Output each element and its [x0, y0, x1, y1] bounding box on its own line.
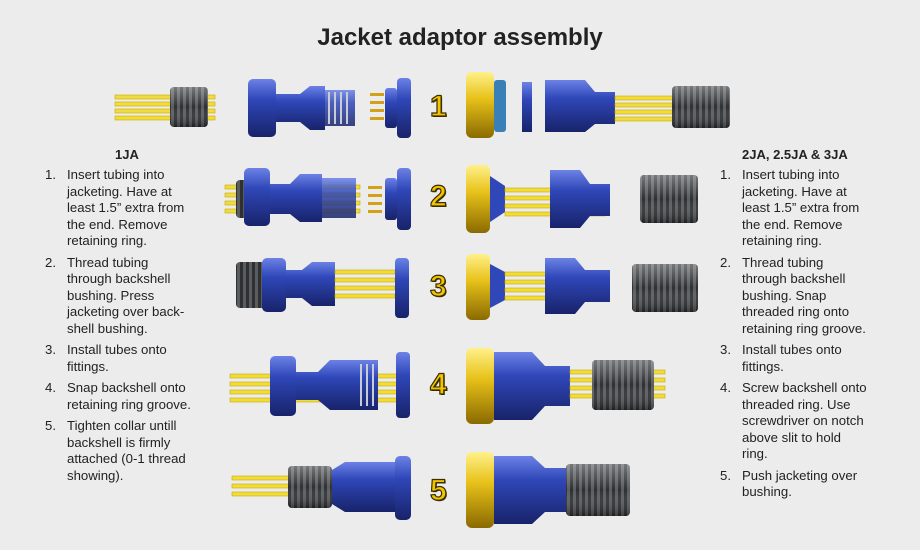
gold-ring [466, 254, 490, 320]
row-3-left-assembly [236, 258, 409, 318]
backshell [494, 352, 570, 420]
backshell [550, 170, 610, 228]
step-number-1: 1 [429, 89, 447, 123]
step-number-3: 3 [429, 269, 447, 303]
backshell [270, 174, 322, 222]
row-4-right-assembly [466, 348, 666, 424]
left-steps-list: 1.Insert tubing into jacketing. Have at … [45, 167, 245, 489]
tubing [614, 95, 676, 122]
right-steps-list: 1.Insert tubing into jacketing. Have at … [720, 167, 915, 506]
row-5-left-assembly [231, 456, 411, 520]
backshell [276, 86, 325, 130]
collar [262, 258, 286, 312]
backshell [545, 80, 615, 132]
left-step-3: 3.Install tubes onto fittings. [45, 342, 167, 374]
backshell [494, 456, 570, 524]
collar [270, 356, 296, 416]
left-step-4: 4.Snap backshell onto retaining ring gro… [45, 380, 191, 412]
row-1-left-assembly [114, 78, 411, 138]
page-title: Jacket adaptor assembly [317, 24, 603, 51]
row-2-left-assembly [224, 168, 411, 230]
row-5-right-assembly [466, 452, 630, 528]
fitting-pins [370, 93, 384, 120]
gold-ring [466, 72, 494, 138]
step-number-5: 5 [429, 473, 447, 507]
right-step-4: 4.Screw backshell onto threaded ring. Us… [720, 380, 867, 461]
step-number-2: 2 [429, 179, 447, 213]
left-step-1: 1.Insert tubing into jacketing. Have at … [45, 167, 185, 248]
left-step-5: 5.Tighten collar untill backshell is fir… [45, 418, 186, 483]
left-step-2: 2.Thread tubing through backshell bushin… [45, 254, 185, 336]
row-3-right-assembly [466, 254, 698, 320]
tubing [114, 94, 216, 121]
right-step-3: 3.Install tubes onto fittings. [720, 342, 842, 374]
gold-ring [466, 452, 494, 528]
gold-ring [466, 165, 490, 233]
collar [244, 168, 270, 226]
backshell [296, 360, 378, 410]
gold-ring [466, 348, 494, 424]
step-number-4: 4 [429, 367, 447, 401]
collar [248, 79, 276, 137]
backshell [545, 258, 610, 314]
row-4-left-assembly [229, 352, 410, 418]
row-1-right-assembly [466, 72, 730, 138]
right-step-2: 2.Thread tubing through backshell bushin… [720, 254, 866, 336]
fitting-body [385, 88, 397, 128]
backshell [332, 462, 395, 512]
left-column-heading: 1JA [115, 147, 139, 162]
row-2-right-assembly [466, 165, 698, 233]
right-column-heading: 2JA, 2.5JA & 3JA [742, 147, 848, 162]
right-step-5: 5.Push jacketing over bushing. [720, 467, 858, 500]
jacket [236, 262, 266, 308]
right-step-1: 1.Insert tubing into jacketing. Have at … [720, 167, 860, 248]
collar [395, 456, 411, 520]
backshell [286, 262, 335, 306]
